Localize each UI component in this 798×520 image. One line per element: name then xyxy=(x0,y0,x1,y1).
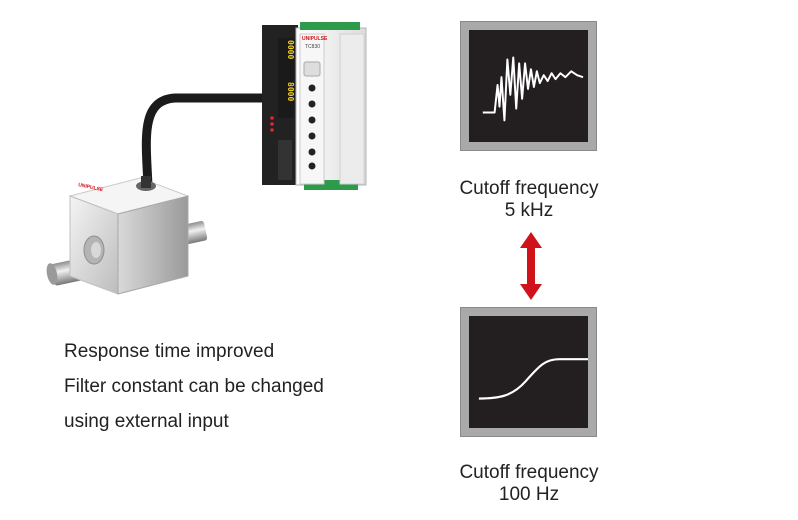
scope-high-cutoff xyxy=(460,21,597,151)
display-digit-1: 0000 xyxy=(286,40,295,60)
caption-high-cutoff: Cutoff frequency 5 kHz xyxy=(409,178,649,222)
caption-low-cutoff: Cutoff frequency 100 Hz xyxy=(409,462,649,506)
controller-unit: UNIPULSE TC830 xyxy=(262,22,367,190)
torque-sensor: UNIPULSE xyxy=(46,176,208,295)
description-line-2: Filter constant can be changed xyxy=(64,376,324,397)
feature-description: Response time improved Filter constant c… xyxy=(64,334,324,439)
noisy-signal-trace xyxy=(482,56,584,122)
smooth-signal-trace xyxy=(478,358,588,400)
scope-screen-low xyxy=(469,316,588,428)
svg-text:TC830: TC830 xyxy=(305,44,320,50)
description-line-3: using external input xyxy=(64,411,229,432)
svg-text:UNIPULSE: UNIPULSE xyxy=(78,182,105,193)
caption-low-line1: Cutoff frequency xyxy=(459,462,599,483)
controller-display xyxy=(278,38,294,118)
description-line-1: Response time improved xyxy=(64,341,275,362)
display-digit-6: 8000 xyxy=(286,82,295,102)
double-arrow-icon xyxy=(520,232,542,300)
torque-sensor-system-illustration: UNIPULSE TC830 UNIPULSE xyxy=(46,22,367,295)
scope-low-cutoff xyxy=(460,307,597,437)
caption-high-line1: Cutoff frequency xyxy=(459,178,599,199)
caption-high-line2: 5 kHz xyxy=(504,200,554,221)
caption-low-line2: 100 Hz xyxy=(498,484,560,505)
svg-text:UNIPULSE: UNIPULSE xyxy=(302,36,328,42)
scope-screen-high xyxy=(469,30,588,142)
sensor-cable xyxy=(141,93,273,191)
